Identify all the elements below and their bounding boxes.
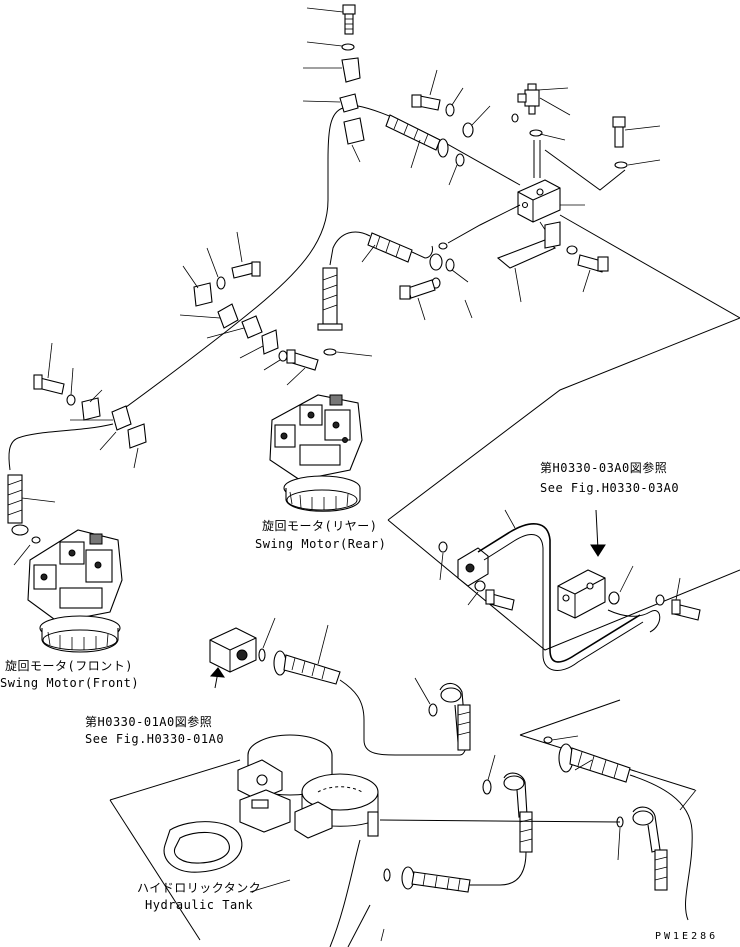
elbow-hose-lower-b <box>632 806 668 891</box>
bolt-mid <box>399 279 436 300</box>
oring-lower-left <box>258 648 266 662</box>
top-hose-sleeve <box>339 93 359 113</box>
elbow-hose-lower-a <box>503 772 533 853</box>
clamp-left-lower <box>261 329 279 355</box>
bolt-right <box>612 116 626 148</box>
washer-left-lower <box>278 350 288 362</box>
vertical-adapter-front <box>7 474 23 524</box>
straight-hose-lower <box>273 650 341 685</box>
tee-fitting <box>517 83 540 115</box>
oring-mid <box>445 258 455 272</box>
bolt-right-block <box>671 599 701 621</box>
bolt-far-left <box>33 374 65 395</box>
swing-motor-front-label-en: Swing Motor(Front) <box>0 676 140 690</box>
bolt-mid-top <box>411 94 441 111</box>
clamp-left-mid <box>217 303 239 329</box>
swing-motor-rear <box>269 394 363 512</box>
washer-bracket <box>566 245 578 255</box>
fitting-nut-mid <box>429 253 443 271</box>
elbow-fitting-top <box>385 114 449 158</box>
oring-front <box>31 536 41 544</box>
top-clamp-half <box>341 57 361 83</box>
swing-motor-front-label-jp: 旋回モータ(フロント) <box>5 659 133 673</box>
clamp-left-top <box>193 282 213 307</box>
oring-rear <box>323 348 337 356</box>
ref-01a0-label-en: See Fig.H0330-01A0 <box>85 732 225 746</box>
drain-hose-left <box>8 423 114 471</box>
oring-top <box>462 122 474 138</box>
washer-mid-right <box>474 580 486 592</box>
junction-block-lower <box>209 627 257 673</box>
bolt-bracket <box>577 254 609 273</box>
elbow-hose-mid <box>367 232 433 263</box>
clamp-far-left-lower <box>127 423 147 449</box>
washer-far-left <box>66 394 76 406</box>
oring-right-block <box>608 591 620 605</box>
oring-top-2 <box>455 153 465 167</box>
hose-sleeve-left <box>241 315 263 339</box>
washer-mid-top <box>445 103 455 117</box>
bracket-plate <box>496 221 561 269</box>
top-washer <box>341 43 355 51</box>
bolt-mid-right <box>485 589 515 611</box>
fitting-block-mid-right <box>457 547 489 587</box>
ref-01a0-label-jp: 第H0330-01A0図参照 <box>85 715 213 729</box>
drain-hose-main <box>114 107 344 416</box>
hydraulic-tank-label-en: Hydraulic Tank <box>145 898 254 912</box>
drawing-code: PW1E286 <box>655 931 719 942</box>
ref-03a0-label-jp: 第H0330-03A0図参照 <box>540 461 668 475</box>
elbow-hose-lower-mid <box>439 682 471 751</box>
washer-left-top <box>216 276 226 290</box>
hydraulic-tank <box>237 734 379 839</box>
straight-hose-bottom <box>401 866 471 893</box>
hydraulic-tank-label-jp: ハイドロリックタンク <box>137 881 262 895</box>
junction-block-mid-right <box>557 569 606 619</box>
steel-pipe-mid-right <box>477 523 641 663</box>
oring-mid-right <box>438 541 448 553</box>
oring-bottom <box>383 868 391 882</box>
bolt-left-lower <box>286 349 319 371</box>
oring-lower-right <box>543 736 553 744</box>
washer-right-block <box>655 594 665 606</box>
top-bolt <box>342 4 356 35</box>
swing-motor-front <box>27 529 123 653</box>
fitting-front <box>11 524 29 536</box>
swing-motor-rear-label-jp: 旋回モータ(リヤー) <box>262 519 378 533</box>
small-washer <box>529 129 543 137</box>
swing-motor-rear-label-en: Swing Motor(Rear) <box>255 537 387 551</box>
small-oring <box>511 113 519 123</box>
bolt-left-top <box>231 261 261 279</box>
hose-sleeve-far-left <box>111 405 132 431</box>
washer-right <box>614 161 628 169</box>
top-clamp-lower <box>343 117 365 145</box>
gasket-ring <box>163 821 243 873</box>
vertical-adapter-rear <box>317 267 343 331</box>
oring-lower-mid-2 <box>482 779 492 795</box>
junction-block <box>517 179 561 223</box>
ref-03a0-label-en: See Fig.H0330-03A0 <box>540 481 680 495</box>
oring-lower-mid <box>428 703 438 717</box>
straight-hose-lower-right <box>558 743 631 783</box>
